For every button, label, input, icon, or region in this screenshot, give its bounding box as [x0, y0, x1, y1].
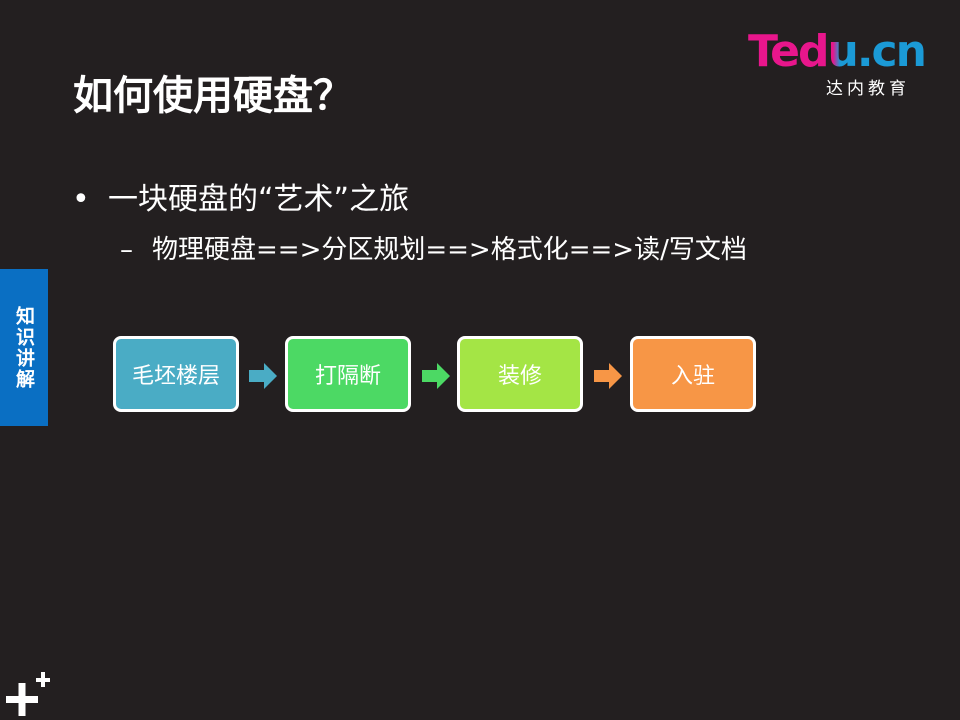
bullet-level-2: –物理硬盘==>分区规划==>格式化==>读/写文档	[120, 232, 747, 268]
logo-wordmark: Tedu.cn	[748, 26, 927, 77]
arrow-right-icon	[249, 363, 277, 389]
side-tab-label: 知识讲解	[13, 305, 35, 390]
slide-title: 如何使用硬盘？	[73, 73, 353, 119]
arrow-right-icon	[422, 363, 450, 389]
bullet-text: 一块硬盘的“艺术”之旅	[108, 182, 410, 217]
sub-bullet-marker: –	[120, 235, 133, 265]
sub-bullet-text: 物理硬盘==>分区规划==>格式化==>读/写文档	[152, 235, 747, 265]
flow-step-partition: 打隔断	[285, 336, 411, 412]
tedu-logo: Tedu.cn 达内教育	[748, 26, 928, 100]
flow-step-move-in: 入驻	[630, 336, 756, 412]
arrow-right-icon	[594, 363, 622, 389]
side-tab-knowledge: 知识讲解	[0, 269, 48, 426]
flow-step-label: 装修	[497, 364, 542, 389]
logo-subtitle: 达内教育	[826, 79, 910, 99]
bullet-level-1: • 一块硬盘的“艺术”之旅	[72, 180, 409, 220]
flow-step-label: 打隔断	[314, 364, 381, 389]
plus-decoration-icon	[6, 672, 50, 716]
flow-step-label: 毛坯楼层	[131, 364, 220, 389]
flow-step-rough-floor: 毛坯楼层	[113, 336, 239, 412]
bullet-marker: •	[72, 182, 90, 217]
flow-step-label: 入驻	[670, 364, 715, 389]
flow-step-decorate: 装修	[457, 336, 583, 412]
